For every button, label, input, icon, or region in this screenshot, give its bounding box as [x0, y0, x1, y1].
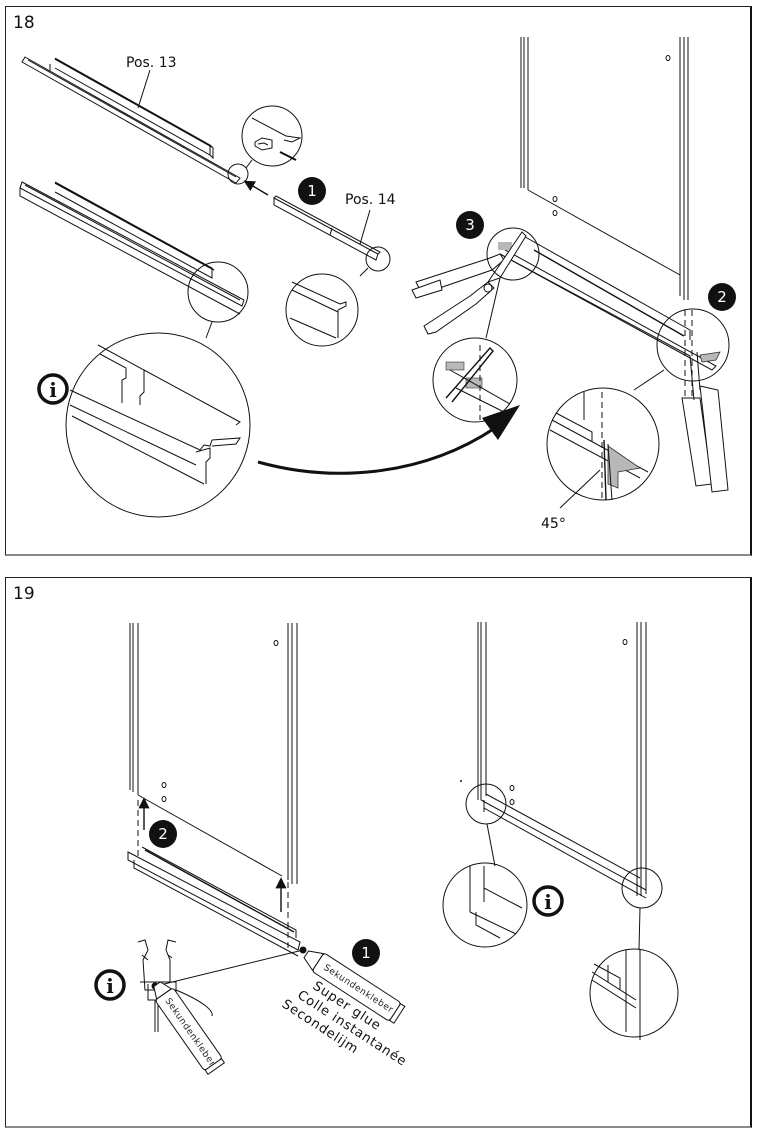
- svg-text:1: 1: [361, 944, 371, 962]
- speck: [460, 780, 462, 782]
- info-icon: i: [94, 969, 126, 1001]
- leader-line: [205, 321, 213, 339]
- glass-door-panel-assembled: [477, 622, 647, 899]
- bottom-profile: [127, 846, 301, 957]
- mounted-profile: [497, 233, 717, 371]
- svg-text:2: 2: [717, 288, 727, 306]
- detail-circle-right-corner: [589, 948, 679, 1040]
- flow-arrow: [257, 426, 496, 475]
- leader-line: [559, 469, 601, 509]
- detail-marker: [621, 867, 663, 909]
- detail-marker: [365, 246, 391, 272]
- glue-tube-2: Sekundenkleber: [153, 981, 226, 1075]
- step-19-illustration: 2 1 Sekundenkleber Super glue Colle inst: [94, 622, 679, 1075]
- svg-text:1: 1: [307, 182, 317, 200]
- step-18-illustration: Pos. 13 1 Pos. 14: [19, 37, 736, 532]
- glass-door-panel: [520, 37, 689, 300]
- glass-door-panel-left: [129, 623, 298, 884]
- detail-marker: [656, 308, 730, 382]
- detail-circle-profile-end: [241, 105, 303, 167]
- step-badge-1: 1: [298, 177, 326, 205]
- label-angle-45: 45°: [541, 516, 566, 532]
- step-number: 18: [13, 13, 35, 33]
- leader-line: [245, 159, 253, 169]
- detail-circle-left-corner: [442, 862, 528, 948]
- leader-line: [137, 69, 151, 109]
- step-number: 19: [13, 584, 35, 604]
- step-badge-2: 2: [708, 283, 736, 311]
- svg-text:i: i: [49, 378, 57, 402]
- cutter-tool-right: [681, 351, 729, 493]
- detail-marker: [465, 783, 507, 825]
- detail-circle-45deg: [546, 387, 660, 501]
- leader-line: [359, 209, 371, 245]
- leader-line: [155, 949, 304, 987]
- svg-text:Sekundenkleber: Sekundenkleber: [163, 997, 218, 1069]
- detail-marker: [187, 261, 249, 323]
- pliers-tool-left: [411, 231, 527, 335]
- leader-line: [486, 823, 496, 867]
- label-pos-13: Pos. 13: [126, 55, 177, 71]
- profile-pos-13: [21, 56, 241, 184]
- info-icon: i: [37, 373, 69, 405]
- detail-circle-profile-section: [65, 332, 251, 518]
- info-icon: i: [532, 885, 564, 917]
- svg-text:2: 2: [158, 825, 168, 843]
- label-pos-14: Pos. 14: [345, 192, 396, 208]
- svg-text:i: i: [544, 890, 552, 914]
- leader-line: [359, 267, 369, 277]
- leader-line: [638, 907, 641, 951]
- profile-pos-14: [273, 195, 381, 261]
- step-badge-1: 1: [352, 939, 380, 967]
- detail-marker: [227, 163, 249, 185]
- detail-circle-pos-14: [285, 273, 359, 347]
- insert-arrow: [243, 180, 269, 196]
- profile-lower: [19, 181, 245, 315]
- leader-line: [485, 277, 501, 339]
- detail-marker: [486, 227, 540, 281]
- detail-circle-cut: [432, 337, 518, 423]
- svg-text:3: 3: [465, 216, 475, 234]
- step-badge-2: 2: [149, 820, 177, 848]
- leader-line: [633, 369, 665, 391]
- flow-arrow-head: [482, 405, 520, 440]
- svg-text:i: i: [106, 974, 114, 998]
- step-badge-3: 3: [456, 211, 484, 239]
